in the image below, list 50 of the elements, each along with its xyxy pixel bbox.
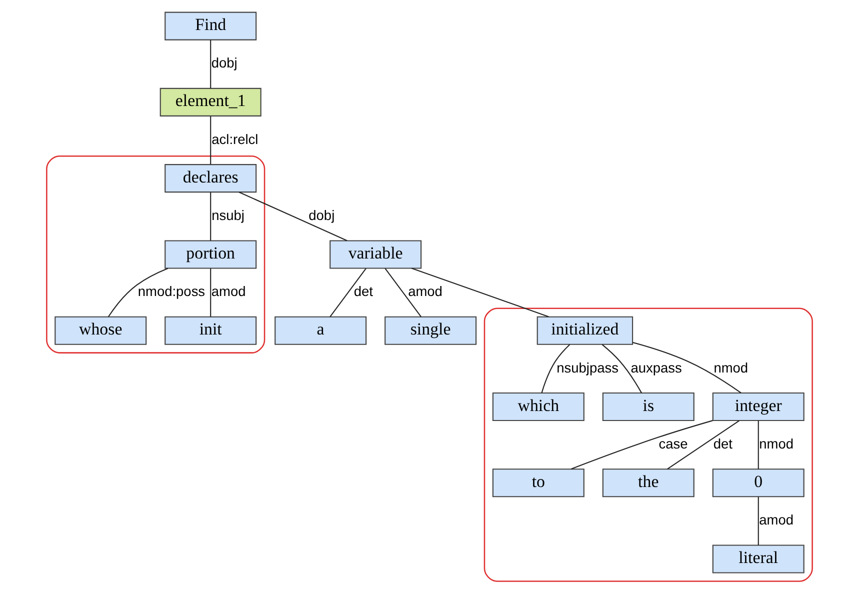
connector	[210, 40, 211, 88]
connector	[632, 342, 741, 394]
node-box: which	[492, 392, 584, 422]
connector	[666, 420, 740, 470]
connector	[329, 268, 366, 318]
node-box: 0	[712, 468, 804, 498]
edge-label: nmod	[758, 436, 794, 452]
edge-label: nsubjpass	[556, 360, 618, 376]
edge-label: amod	[408, 284, 442, 300]
connector	[601, 344, 642, 394]
edge-label: nmod:poss	[137, 284, 205, 300]
node-box: a	[274, 316, 366, 345]
node-box: declares	[164, 164, 256, 193]
node-box: portion	[164, 240, 256, 269]
node-box: initialized	[536, 316, 633, 345]
node-box: whose	[54, 316, 146, 345]
edge-label: dobj	[210, 56, 237, 71]
node-box: to	[492, 468, 584, 498]
connector	[410, 268, 548, 318]
node-box: literal	[712, 544, 804, 574]
connector	[210, 116, 211, 165]
node-box: variable	[329, 240, 422, 269]
cluster	[483, 308, 812, 582]
edge-label: acl:relcl	[211, 132, 258, 147]
edge-label: det	[353, 284, 372, 300]
connector	[757, 420, 758, 470]
node-box: single	[384, 316, 476, 345]
edge-label: case	[658, 436, 688, 452]
node-box: the	[602, 468, 694, 498]
edge-label: det	[712, 436, 732, 452]
connector	[540, 344, 570, 394]
connector	[384, 268, 422, 318]
connector	[210, 192, 211, 241]
connector	[570, 420, 712, 470]
edge-label: auxpass	[630, 360, 682, 376]
connector	[107, 268, 168, 318]
edge-label: nmod	[713, 360, 748, 376]
edge-label: nsubj	[211, 208, 244, 223]
edge-label: amod	[210, 284, 246, 300]
connector	[757, 496, 758, 546]
node-box: Find	[164, 12, 256, 40]
edge-label: amod	[758, 512, 794, 528]
node-box: integer	[712, 392, 804, 422]
node-box: element_1	[159, 88, 261, 116]
edge-label: dobj	[308, 208, 334, 223]
cluster	[46, 156, 265, 354]
connector	[238, 192, 347, 242]
node-box: is	[602, 392, 694, 422]
connector	[210, 268, 211, 317]
node-box: init	[164, 316, 256, 345]
